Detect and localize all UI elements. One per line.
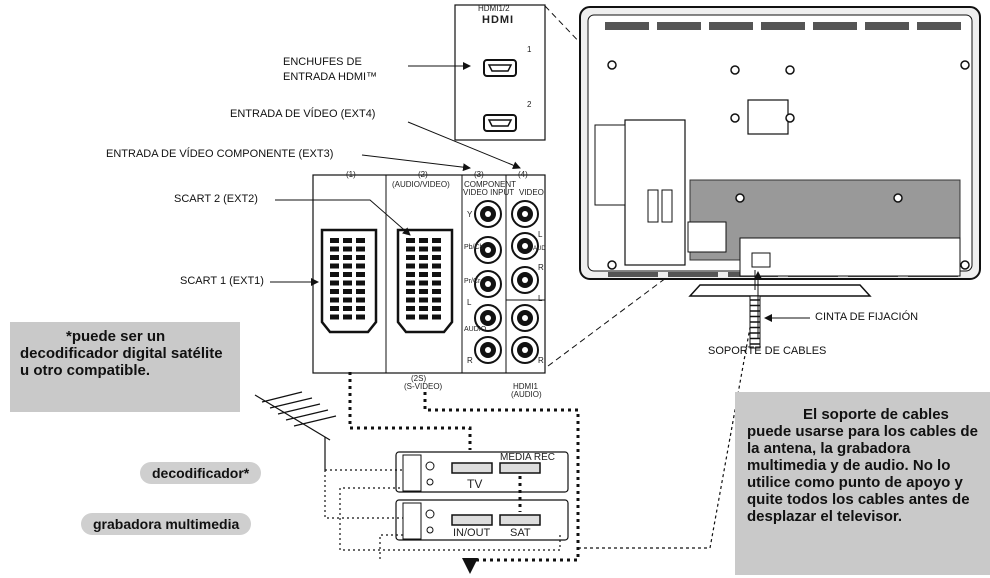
hdmi-port1-number: 1 xyxy=(527,45,532,54)
rca-jack xyxy=(474,200,502,228)
recorder-tag: grabadora multimedia xyxy=(81,513,252,535)
hdmi-audio-r: R xyxy=(538,356,544,365)
hdmi12-label: HDMI1/2 xyxy=(478,4,510,13)
audio-video-label: (AUDIO/VIDEO) xyxy=(392,180,450,189)
rca-jack xyxy=(474,336,502,364)
hdmi1-label: HDMI1 xyxy=(513,382,538,391)
hdmi-sockets-label: ENCHUFES DE ENTRADA HDMI™ xyxy=(283,55,377,85)
recorder-device xyxy=(395,499,569,541)
ext3-number: (3) xyxy=(474,170,484,179)
hdmi-panel xyxy=(454,4,546,141)
rca-jack xyxy=(474,304,502,332)
rca-jack xyxy=(511,200,539,228)
svideo-label: (S-VIDEO) xyxy=(404,382,443,391)
rca-jack xyxy=(511,304,539,332)
component-audio-l: L xyxy=(467,298,472,307)
cable-holder-note: El soporte de cables puede usarse para l… xyxy=(735,392,990,575)
pb-label: Pb/Cb xyxy=(464,244,484,251)
connector-panel xyxy=(312,174,546,374)
decoder-device xyxy=(395,451,569,493)
media-rec-label: MEDIA REC xyxy=(500,452,556,463)
component-input-ext3-label: ENTRADA DE VÍDEO COMPONENTE (EXT3) xyxy=(106,148,334,160)
video-label: VIDEO xyxy=(519,188,544,197)
antenna-cables xyxy=(324,469,561,560)
scart-cables xyxy=(348,372,580,562)
hdmi-port2-number: 2 xyxy=(527,100,532,109)
hdmi-sockets-label-line2: ENTRADA HDMI™ xyxy=(283,71,378,83)
component-label-2: VIDEO INPUT xyxy=(463,188,515,197)
video-audio-label: AUD xyxy=(533,246,546,252)
tv-scart-label: TV xyxy=(467,477,483,491)
svideo-number: (2S) xyxy=(411,374,427,383)
antenna-drawing xyxy=(254,391,337,470)
component-audio-label: AUDIO xyxy=(464,326,487,333)
zoom-line-bottom xyxy=(539,259,691,373)
component-label-1: COMPONENT xyxy=(464,180,516,189)
scart2-label: SCART 2 (EXT2) xyxy=(174,193,258,205)
ext2-number: (2) xyxy=(418,170,428,179)
hdmi-logo: HDMI xyxy=(482,14,515,26)
rca-jack xyxy=(511,266,539,294)
rca-jack xyxy=(474,270,502,298)
in-out-label: IN/OUT xyxy=(453,527,491,539)
scart1-label: SCART 1 (EXT1) xyxy=(180,275,264,287)
cable-holder-note-text: El soporte de cables puede usarse para l… xyxy=(747,406,978,525)
decoder-note: *puede ser un decodificador digital saté… xyxy=(10,322,240,412)
rca-jack xyxy=(511,336,539,364)
rca-jack xyxy=(511,232,539,260)
video-audio-r: R xyxy=(538,263,544,272)
fixing-strap-label: CINTA DE FIJACIÓN xyxy=(815,311,919,323)
video-input-ext4-label: ENTRADA DE VÍDEO (EXT4) xyxy=(230,108,376,120)
pr-label: Pr/Cr xyxy=(464,278,481,285)
hdmi-audio-l: L xyxy=(538,294,543,303)
video-audio-l: L xyxy=(538,230,543,239)
ext4-number: (4) xyxy=(518,170,528,179)
hdmi1-audio-label: (AUDIO) xyxy=(511,390,542,399)
decoder-note-text: *puede ser un decodificador digital saté… xyxy=(20,328,223,379)
sat-label: SAT xyxy=(510,527,531,539)
y-label: Y xyxy=(467,210,473,219)
component-audio-r: R xyxy=(467,356,473,365)
rca-jack xyxy=(474,236,502,264)
tv-back-drawing xyxy=(579,6,981,349)
decoder-tag: decodificador* xyxy=(140,462,262,484)
hdmi-sockets-label-line1: ENCHUFES DE xyxy=(283,56,362,68)
ext1-number: (1) xyxy=(346,170,356,179)
cable-holder-label: SOPORTE DE CABLES xyxy=(708,345,827,357)
